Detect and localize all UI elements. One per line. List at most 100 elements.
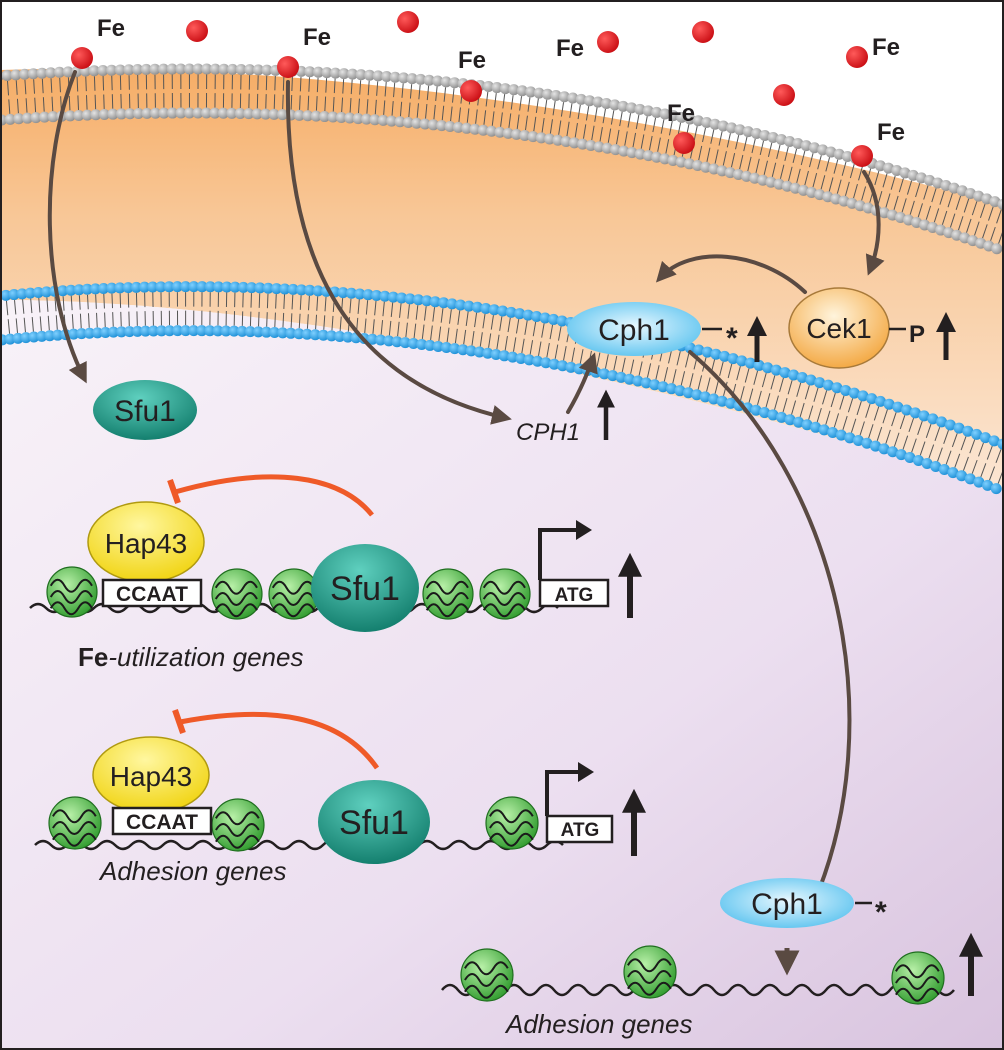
lipid-head (21, 112, 33, 124)
lipid-head (651, 106, 663, 118)
lipid-tail (7, 80, 10, 96)
inhibition-arc (174, 474, 374, 517)
dna-wrap (489, 809, 534, 824)
phospho-label: P (909, 321, 925, 348)
lipid-tail (71, 314, 74, 329)
dna-wrap (464, 984, 509, 999)
lipid-head (753, 359, 765, 371)
lipid-head (565, 361, 577, 373)
iron-atom (846, 46, 868, 68)
lipid-tail (980, 463, 987, 478)
lipid-tail (521, 338, 525, 354)
lipid-tail (524, 320, 528, 335)
iron-label: Fe (872, 34, 900, 61)
lipid-tail (978, 442, 984, 457)
lipid-head (440, 76, 452, 88)
lipid-head (683, 158, 695, 170)
lipid-tail (899, 415, 906, 430)
lipid-tail (549, 119, 553, 134)
lipid-head (667, 154, 679, 166)
lipid-tail (349, 98, 352, 113)
iron-labels: Fe Fe Fe Fe Fe Fe Fe (97, 15, 905, 146)
lipid-head (212, 325, 224, 337)
lipid-head (792, 138, 804, 150)
lipid-head (692, 115, 704, 127)
lipid-tail (432, 307, 436, 322)
lipid-tail (282, 94, 284, 110)
lipid-tail (54, 296, 57, 312)
lipid-tail (882, 409, 888, 424)
lipid-head (953, 422, 965, 434)
lipid-head (334, 330, 346, 342)
lipid-head (822, 379, 834, 391)
lipid-head (276, 109, 288, 121)
lipid-head (927, 413, 939, 425)
lipid-head (130, 281, 142, 293)
lipid-tail (350, 79, 353, 95)
dna-wrap (895, 976, 940, 990)
lipid-tail (316, 77, 319, 93)
lipid-tail (508, 113, 512, 128)
lipid-head (810, 421, 822, 433)
lipid-tail (931, 188, 937, 203)
lipid-head (552, 134, 564, 146)
lipid-head (887, 446, 899, 458)
lipid-head (260, 108, 272, 120)
lipid-tail (726, 133, 731, 148)
lipid-head (717, 120, 729, 132)
cph1-protein (567, 302, 701, 356)
lipid-tail (776, 144, 781, 159)
lipid-tail (813, 387, 819, 402)
lipid-tail (516, 114, 520, 130)
lipid-tail (324, 96, 327, 112)
lipid-head (301, 328, 313, 340)
lipid-tail (945, 450, 952, 465)
lipid-tail (7, 319, 11, 334)
lipid-tail (466, 108, 470, 123)
iron-label: Fe (667, 100, 695, 127)
lipid-tail (602, 108, 606, 124)
lipid-tail (917, 203, 923, 218)
lipid-tail (885, 193, 891, 208)
lipid-tail (836, 179, 842, 194)
lipid-tail (397, 321, 400, 337)
lipid-head (16, 288, 28, 300)
lipid-tail (290, 313, 293, 328)
lipid-head (558, 91, 570, 103)
lipid-head (936, 416, 948, 428)
cph1-label: Cph1 (751, 888, 823, 921)
lipid-tail (759, 140, 765, 156)
dna-wrap (271, 603, 315, 618)
lipid-tail (853, 184, 858, 199)
lipid-head (991, 243, 1003, 255)
lipid-head (567, 92, 579, 104)
lipid-tail (646, 363, 652, 378)
lipid-tail (299, 95, 301, 110)
lipid-tail (372, 319, 375, 334)
lipid-tail (906, 180, 913, 195)
lipid-head (892, 401, 904, 413)
lipid-head (725, 397, 737, 409)
lipid-tail (425, 104, 428, 119)
lipid-head (827, 426, 839, 438)
lipid-head (19, 68, 31, 80)
lipid-head (122, 282, 134, 294)
lipid-head (598, 368, 610, 380)
atg-label: ATG (555, 585, 594, 606)
lipid-head (132, 108, 144, 120)
lipid-head (505, 306, 517, 318)
lipid-head (514, 308, 526, 320)
lipid-head (4, 113, 16, 125)
lipid-head (175, 63, 187, 75)
lipid-tail (943, 430, 949, 445)
lipid-tail (549, 324, 554, 340)
lipid-tail (774, 395, 779, 410)
nucleus-region (0, 300, 1004, 1050)
lipid-head (164, 325, 176, 337)
lipid-head (676, 111, 688, 123)
lipid-tail (282, 312, 285, 328)
lipid-tail (283, 294, 286, 309)
lipid-tail (8, 99, 11, 114)
lipid-head (124, 108, 136, 120)
lipid-head (4, 333, 16, 345)
